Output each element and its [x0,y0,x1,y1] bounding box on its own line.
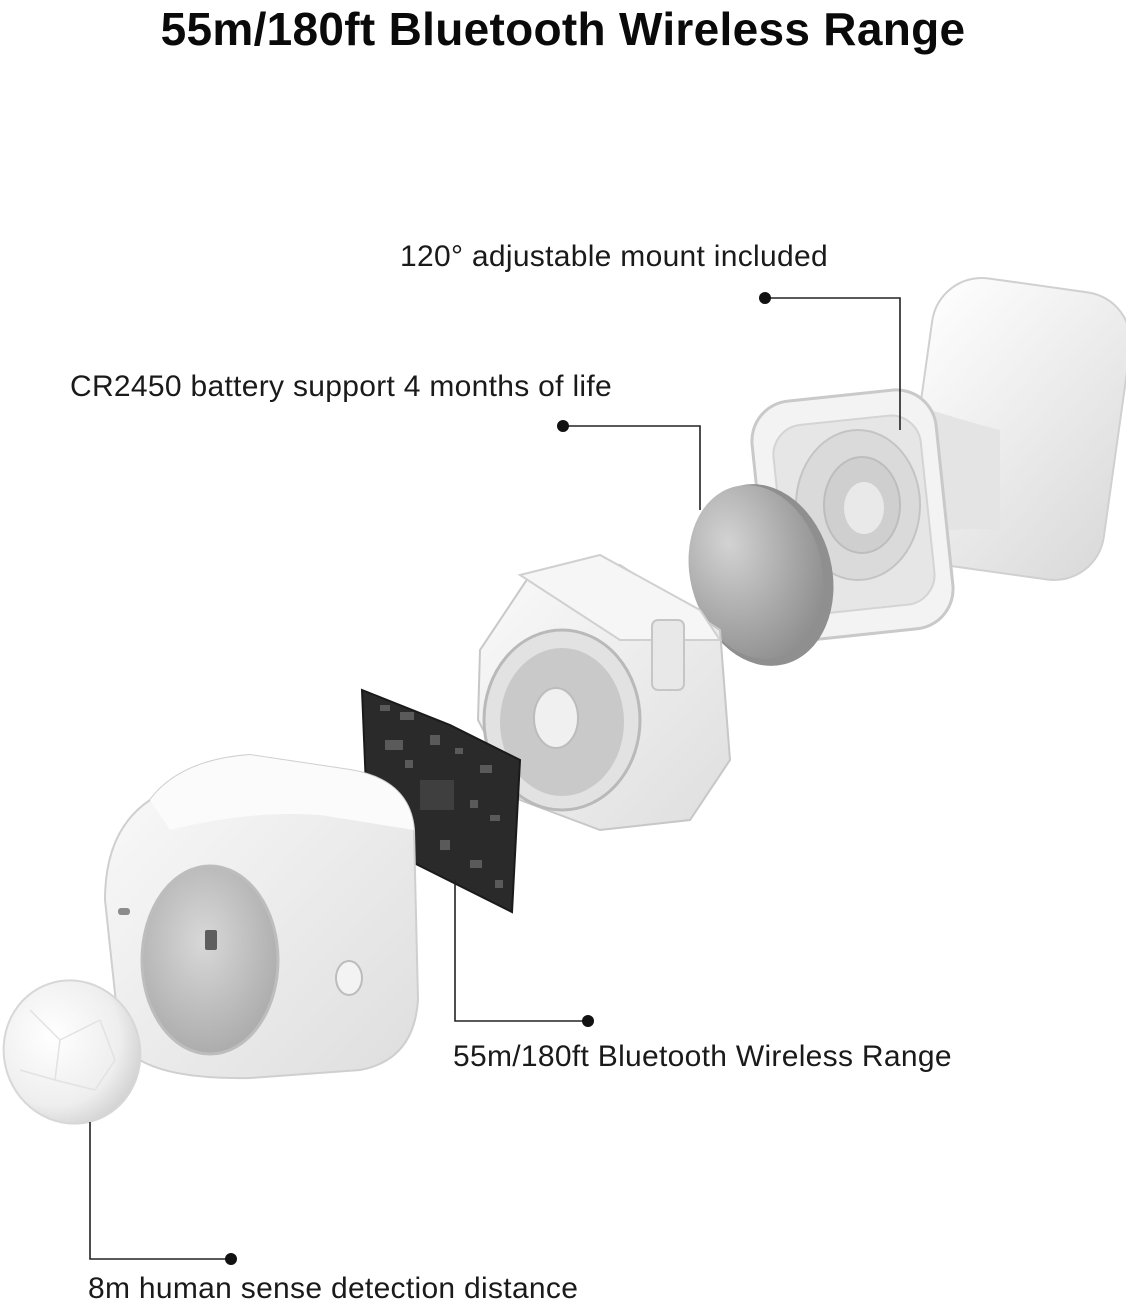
inner-housing [476,553,732,832]
cr2450-battery [688,484,834,666]
callout-mount-label: 120° adjustable mount included [400,240,828,273]
callout-battery-label: CR2450 battery support 4 months of life [70,370,612,403]
mount-callout-dot [759,292,771,304]
battery-callout-dot [557,420,569,432]
battery-callout-line [563,425,701,510]
detection-callout-dot [225,1253,237,1265]
page-title: 55m/180ft Bluetooth Wireless Range [160,3,966,55]
callout-detection-label: 8m human sense detection distance [88,1272,579,1305]
callout-lines [89,297,901,1260]
range-callout-dot [582,1015,594,1027]
callout-range-label: 55m/180ft Bluetooth Wireless Range [453,1040,952,1073]
mount-callout-line [765,297,901,430]
sensor-body [103,753,420,1080]
detection-callout-line [89,1122,231,1260]
pir-dome-lens [2,979,142,1125]
range-callout-line [454,880,588,1022]
